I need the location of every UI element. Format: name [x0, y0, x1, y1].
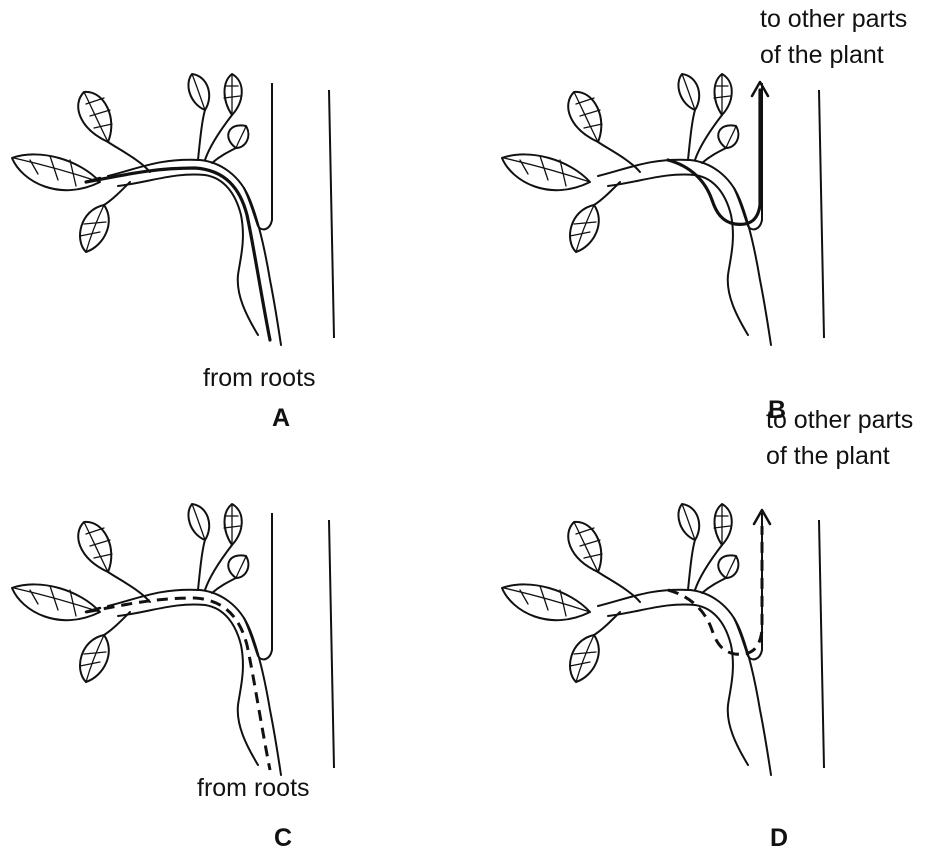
source-label: from roots [197, 774, 310, 802]
flow-path-solid [668, 90, 760, 224]
panel-letter: A [272, 404, 290, 432]
panel-d: to other parts of the plant D [502, 406, 913, 852]
destination-label-line1: to other parts [766, 406, 913, 434]
destination-label-line2: of the plant [760, 41, 884, 69]
panel-b: to other parts of the plant B [502, 5, 907, 424]
panel-letter: D [770, 824, 788, 852]
panel-letter: C [274, 824, 292, 852]
panel-a: from roots A [12, 74, 334, 432]
plant-branch-drawing [502, 504, 824, 775]
panel-c: from roots C [12, 504, 334, 852]
source-label: from roots [203, 364, 316, 392]
plant-branch-drawing [12, 74, 334, 345]
destination-label-line2: of the plant [766, 442, 890, 470]
plant-branch-drawing [502, 74, 824, 345]
plant-branch-drawing [12, 504, 334, 775]
destination-label-line1: to other parts [760, 5, 907, 33]
